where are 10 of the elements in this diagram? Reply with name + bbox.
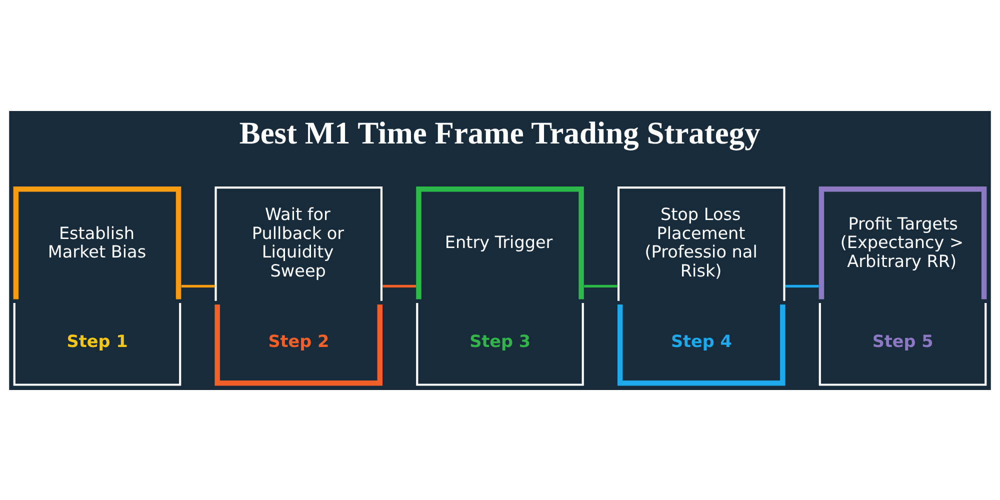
node-text: Profit Targets (Expectancy > Arbitrary RR) Step 5 <box>840 212 964 350</box>
node-text: Establish Market Bias Step 1 <box>48 222 146 350</box>
node-text: Wait for Pullback or Liquidity Sweep Step 2 <box>252 203 344 350</box>
connector <box>382 284 416 287</box>
node-text: Stop Loss Placement (Professio nal Risk) Step 4 <box>644 203 758 350</box>
diagram-title: Best M1 Time Frame Trading Strategy <box>239 115 760 150</box>
connector <box>786 284 819 287</box>
node-text: Entry Trigger Step 3 <box>444 232 553 350</box>
connector <box>584 284 618 287</box>
connector <box>181 284 215 287</box>
